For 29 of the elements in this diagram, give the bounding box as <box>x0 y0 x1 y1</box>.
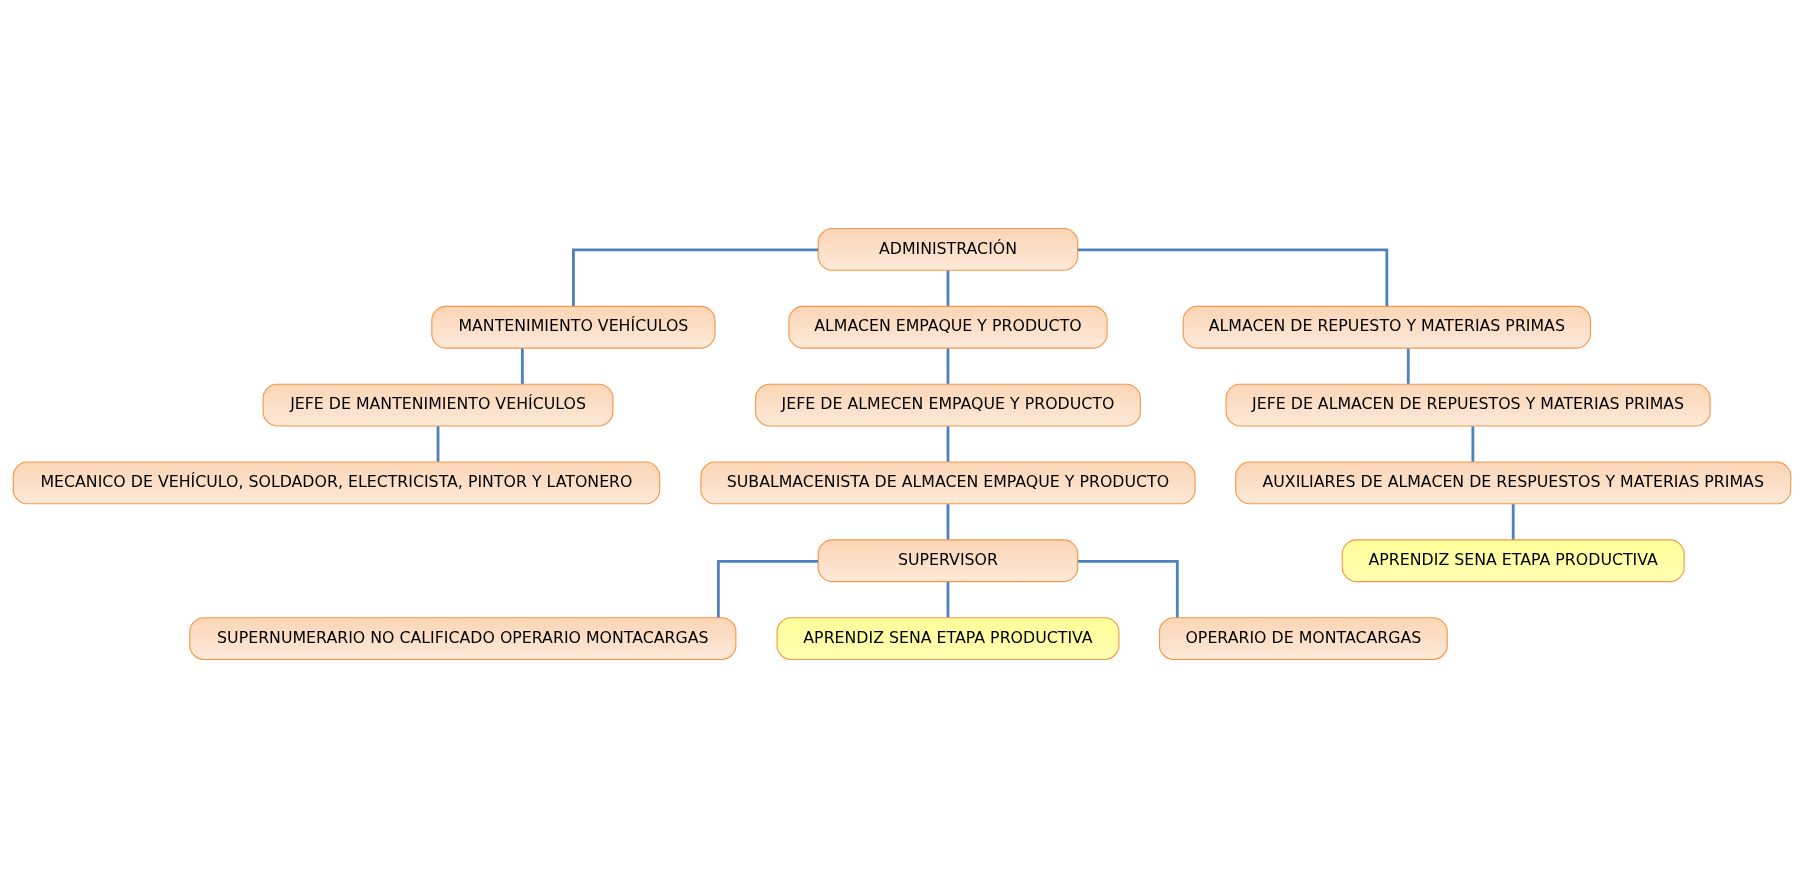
connector <box>946 348 950 384</box>
connector <box>946 426 950 462</box>
connector <box>1077 248 1389 307</box>
node-box: ALMACEN EMPAQUE Y PRODUCTO <box>788 305 1108 349</box>
connector <box>436 426 440 462</box>
connector <box>946 504 950 540</box>
node-box: OPERARIO DE MONTACARGAS <box>1158 617 1448 661</box>
node-box: AUXILIARES DE ALMACEN DE RESPUESTOS Y MATERIAS PRIMAS <box>1235 461 1792 505</box>
node-box: JEFE DE MANTENIMIENTO VEHÍCULOS <box>262 383 614 427</box>
node-box: SUPERVISOR <box>817 539 1079 583</box>
node-box: APRENDIZ SENA ETAPA PRODUCTIVA <box>776 617 1120 661</box>
node-box: MECANICO DE VEHÍCULO, SOLDADOR, ELECTRICISTA, PINTOR Y LATONERO <box>12 461 661 505</box>
connector <box>1078 559 1179 618</box>
connector <box>946 582 950 618</box>
connector <box>1406 348 1410 384</box>
node-box: JEFE DE ALMACEN DE REPUESTOS Y MATERIAS PRIMAS <box>1225 383 1711 427</box>
connector <box>1511 504 1515 540</box>
node-box: ALMACEN DE REPUESTO Y MATERIAS PRIMAS <box>1182 305 1592 349</box>
connector <box>716 559 819 618</box>
node-box: SUPERNUMERARIO NO CALIFICADO OPERARIO MONTACARGAS <box>189 617 737 661</box>
node-box: APRENDIZ SENA ETAPA PRODUCTIVA <box>1341 539 1685 583</box>
node-box: ADMINISTRACIÓN <box>817 227 1079 271</box>
connector <box>572 248 818 307</box>
node-box: SUBALMACENISTA DE ALMACEN EMPAQUE Y PRODUCTO <box>700 461 1196 505</box>
node-box: JEFE DE ALMECEN EMPAQUE Y PRODUCTO <box>755 383 1141 427</box>
connector <box>1471 426 1475 462</box>
connector <box>520 348 524 384</box>
node-box: MANTENIMIENTO VEHÍCULOS <box>431 305 716 349</box>
connector <box>946 270 950 306</box>
